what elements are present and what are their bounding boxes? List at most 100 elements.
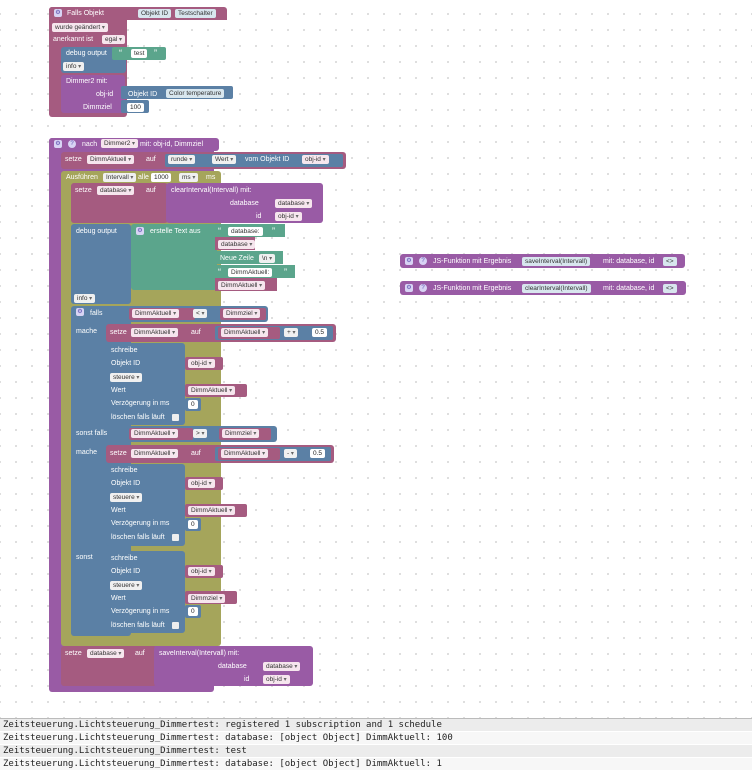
math2-op-dropdown[interactable]: - [284,449,297,458]
js-code-button[interactable]: <> [663,257,677,266]
gear-icon[interactable]: ⚙ [405,284,413,292]
newline-label: Neue Zeile [220,255,254,262]
delay-input[interactable]: 0 [188,400,198,409]
procedure-header-suffix: mit: obj-id, Dimmziel [140,141,204,148]
math2-number-input[interactable]: 0.5 [310,449,326,458]
db2-param-value[interactable]: database [263,662,301,671]
js-code-button[interactable]: <> [663,284,677,293]
math2-left-var[interactable]: DimmAktuell [221,449,269,458]
js-prefix: JS-Funktion mit Ergebnis [433,258,512,265]
dimmziel-param-label: Dimmziel [83,104,112,111]
debug-label: debug output [66,50,107,57]
debug-output-text-block[interactable] [71,224,131,304]
ack-dropdown[interactable]: egal [102,35,125,44]
math-number-input[interactable]: 0.5 [312,328,328,337]
trigger-title: Falls Objekt [67,10,104,17]
control-dropdown[interactable]: steuere [110,373,143,382]
js-function-name[interactable]: clearInterval(Intervall) [522,284,591,293]
object-id-field[interactable]: Testschalter [175,9,216,18]
if-label: falls [90,310,103,317]
set5-variable-dropdown[interactable]: database [87,649,125,658]
procedure-name-field[interactable]: Dimmer2 [101,139,139,148]
clear2-checkbox[interactable] [172,534,179,541]
text-dimm-input[interactable]: DimmAktuell: [228,268,273,277]
control2-dropdown[interactable]: steuere [110,493,143,502]
js-suffix: mit: database, id [603,285,655,292]
write3-label: schreibe [111,555,138,562]
math-left-var[interactable]: DimmAktuell [221,328,269,337]
control3-dropdown[interactable]: steuere [110,581,143,590]
compare-op-dropdown[interactable]: < [193,309,208,318]
compare2-right-var[interactable]: Dimmziel [222,429,260,438]
js-suffix: mit: database, id [603,258,655,265]
compare-right-var[interactable]: Dimmziel [223,309,261,318]
help-icon[interactable]: ? [419,257,427,265]
js-function-name[interactable]: saveInterval(Intervall) [522,257,591,266]
log-line: Zeitsteuerung.Lichtsteuerung_Dimmertest:… [0,719,752,732]
help-icon[interactable]: ? [68,140,76,148]
blockly-workspace[interactable]: ⚙ Falls Objekt Objekt ID Testschalter wu… [0,0,752,718]
gear-icon[interactable]: ⚙ [54,140,62,148]
objid-param-label: obj-id [96,91,114,98]
debug-text-input[interactable]: test [131,49,148,58]
quote-close-icon: ” [284,267,287,277]
database-param-label: database [230,200,259,207]
text-dimm-var[interactable]: DimmAktuell [218,281,266,290]
object-id-badge: Objekt ID [138,9,172,18]
text-database-var[interactable]: database [218,240,256,249]
objid3-var[interactable]: obj-id [188,567,215,576]
newline-dropdown[interactable]: \n [259,254,276,263]
gear-icon[interactable]: ⚙ [54,9,62,17]
value2-var[interactable]: DimmAktuell [188,506,236,515]
write-block-1[interactable] [106,343,185,425]
text-database-input[interactable]: database: [228,227,263,236]
gear-icon[interactable]: ⚙ [76,308,84,316]
database-var-dropdown[interactable]: database [97,186,135,195]
set2-label: setze [75,187,92,194]
clear3-checkbox[interactable] [172,622,179,629]
clear3-label: löschen falls läuft [111,622,165,629]
create-text-block[interactable] [131,224,217,290]
log-line: Zeitsteuerung.Lichtsteuerung_Dimmertest:… [0,745,752,758]
delay2-input[interactable]: 0 [188,520,198,529]
clear2-label: löschen falls läuft [111,534,165,541]
write-block-3[interactable] [106,551,185,633]
id2-param-value[interactable]: obj-id [263,675,290,684]
interval-ms-input[interactable]: 1000 [151,173,172,182]
delay2-label: Verzögerung in ms [111,520,170,527]
objid-var-field[interactable]: obj-id [302,155,329,164]
compare2-left-var[interactable]: DimmAktuell [131,429,179,438]
call-dimmer2-block[interactable] [61,75,125,113]
value-dropdown[interactable]: Wert [212,155,237,164]
changed-dropdown[interactable]: wurde geändert [52,23,108,32]
compare-left-var[interactable]: DimmAktuell [132,309,180,318]
delay3-input[interactable]: 0 [188,607,198,616]
set4-label: setze [110,450,127,457]
compare2-op-dropdown[interactable]: > [193,429,208,438]
quote-open-icon: “ [119,48,122,58]
log-level-dropdown[interactable]: info [74,294,96,303]
gear-icon[interactable]: ⚙ [405,257,413,265]
database-param-value[interactable]: database [275,199,313,208]
set3-variable-dropdown[interactable]: DimmAktuell [131,328,179,337]
interval-name-field[interactable]: Intervall [103,173,137,182]
set-variable-dropdown[interactable]: DimmAktuell [87,155,135,164]
help-icon[interactable]: ? [419,284,427,292]
procedure-header-prefix: nach [82,141,98,148]
ms-label: ms [206,174,216,181]
objid-write-var[interactable]: obj-id [188,359,215,368]
write-block-2[interactable] [106,464,185,546]
objid2-var[interactable]: obj-id [188,479,215,488]
value-var[interactable]: DimmAktuell [188,386,236,395]
ms-unit-dropdown[interactable]: ms [179,173,199,182]
value3-var[interactable]: Dimmziel [188,594,226,603]
clear-running-checkbox[interactable] [172,414,179,421]
dimmziel-number-input[interactable]: 100 [127,103,144,112]
gear-icon[interactable]: ⚙ [136,227,144,235]
set4-variable-dropdown[interactable]: DimmAktuell [131,449,179,458]
math-op-dropdown[interactable]: + [284,328,299,337]
id-param-value[interactable]: obj-id [275,212,302,221]
round-dropdown[interactable]: runde [168,155,196,164]
log-level-dropdown[interactable]: info [63,62,85,71]
objid-value-field[interactable]: Color temperature [166,89,225,98]
